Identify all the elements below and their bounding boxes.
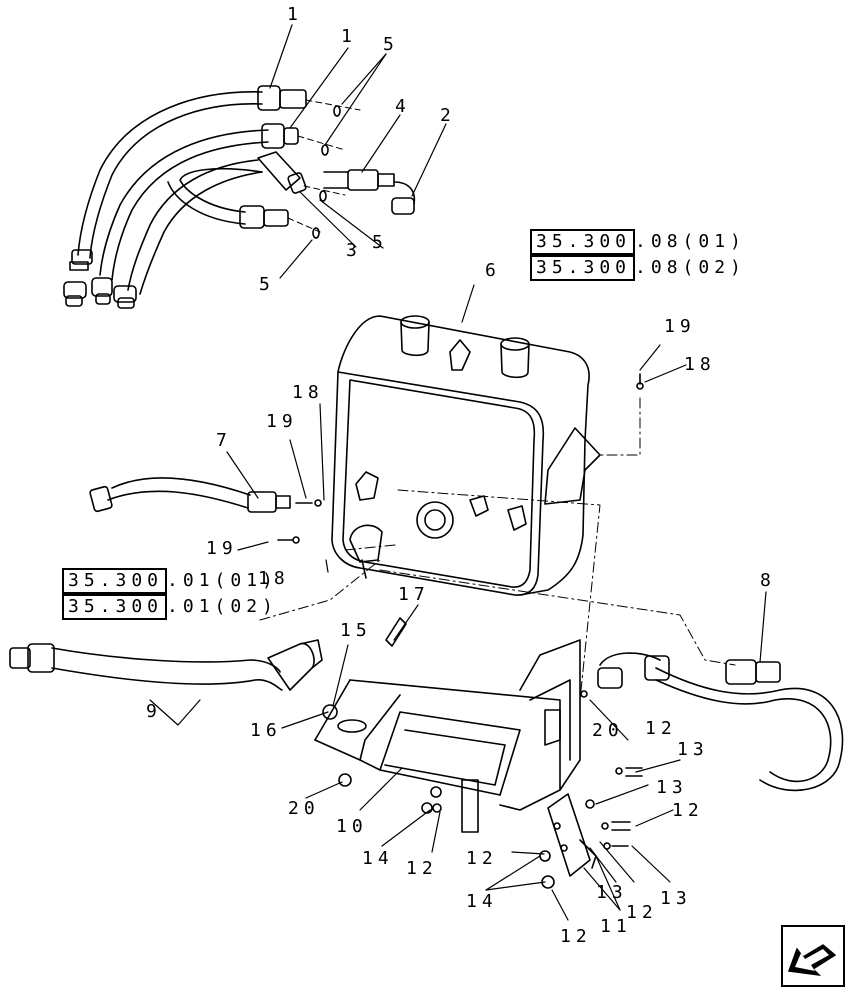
callout-5: 5	[259, 274, 275, 295]
callout-14: 14	[362, 848, 394, 869]
callout-18: 18	[258, 568, 290, 589]
callout-19: 19	[266, 411, 298, 432]
callout-17: 17	[398, 584, 430, 605]
callout-12: 12	[626, 902, 658, 923]
callout-13: 13	[660, 888, 692, 909]
page-reference-suffix: .01(01)	[167, 570, 278, 591]
hose-end-fittings	[63, 249, 137, 309]
callout-13: 13	[677, 739, 709, 760]
page-reference-suffix: .01(02)	[167, 596, 278, 617]
page-reference-suffix: .08(01)	[635, 231, 746, 252]
callout-14: 14	[466, 891, 498, 912]
hose-7	[89, 477, 322, 544]
callout-12: 12	[560, 926, 592, 947]
callout-13: 13	[596, 882, 628, 903]
mounting-bracket	[314, 639, 581, 833]
hose-bundle	[63, 85, 416, 309]
callout-18: 18	[684, 354, 716, 375]
callout-2: 2	[440, 105, 456, 126]
callout-7: 7	[216, 430, 232, 451]
page-reference[interactable]: 35.300.01(01)	[62, 568, 278, 594]
callout-20: 20	[288, 798, 320, 819]
reservoir-tank	[259, 315, 736, 701]
previous-page-button[interactable]	[781, 925, 845, 987]
page-reference[interactable]: 35.300.01(02)	[62, 594, 278, 620]
callout-1: 1	[341, 26, 357, 47]
callout-5: 5	[383, 34, 399, 55]
callout-12: 12	[466, 848, 498, 869]
callout-19: 19	[664, 316, 696, 337]
callout-19: 19	[206, 538, 238, 559]
hose-8	[597, 652, 844, 792]
callout-12: 12	[645, 718, 677, 739]
page-reference-link[interactable]: 35.300	[530, 255, 636, 281]
callout-20: 20	[592, 720, 624, 741]
hose-9	[9, 639, 323, 691]
callout-5: 5	[372, 232, 388, 253]
callout-12: 12	[406, 858, 438, 879]
upper-hose-fittings	[239, 85, 416, 229]
fasteners	[385, 373, 644, 850]
callout-9: 9	[146, 701, 162, 722]
callout-4: 4	[395, 96, 411, 117]
callout-6: 6	[485, 260, 501, 281]
callout-10: 10	[336, 816, 368, 837]
page-reference[interactable]: 35.300.08(02)	[530, 255, 746, 281]
previous-page-arrow-icon	[787, 944, 837, 977]
callout-8: 8	[760, 570, 776, 591]
callout-11: 11	[600, 916, 632, 937]
leader-lines	[149, 24, 767, 921]
callout-1: 1	[287, 4, 303, 25]
page-reference[interactable]: 35.300.08(01)	[530, 229, 746, 255]
page-reference-link[interactable]: 35.300	[62, 568, 168, 594]
callout-16: 16	[250, 720, 282, 741]
callout-12: 12	[672, 800, 704, 821]
callout-18: 18	[292, 382, 324, 403]
page-reference-suffix: .08(02)	[635, 257, 746, 278]
callout-15: 15	[340, 620, 372, 641]
callout-13: 13	[656, 777, 688, 798]
page-reference-link[interactable]: 35.300	[530, 229, 636, 255]
page-reference-link[interactable]: 35.300	[62, 594, 168, 620]
callout-3: 3	[346, 240, 362, 261]
